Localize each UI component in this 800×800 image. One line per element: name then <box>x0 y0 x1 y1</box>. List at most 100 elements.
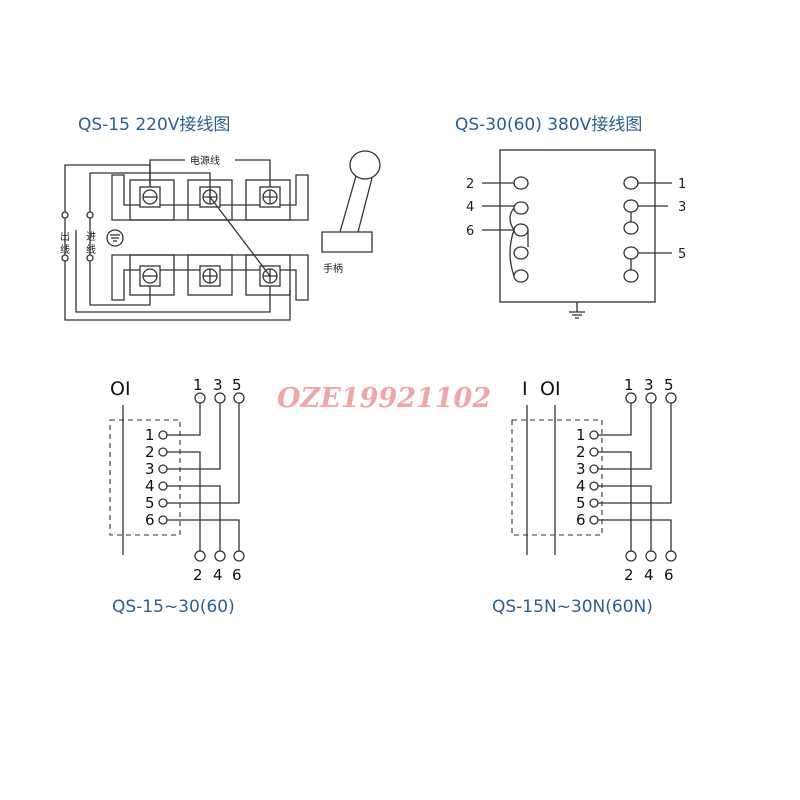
upper-screw-1 <box>139 186 161 208</box>
contact-5-label-b: 5 <box>576 494 586 512</box>
label-left-4: 4 <box>466 200 474 215</box>
switch-symbol-oi: OI <box>110 378 131 400</box>
title-qs15-220v: QS-15 220V接线图 <box>78 115 230 135</box>
bottom-terminal-4-b: 4 <box>644 566 654 584</box>
lower-slot-3 <box>245 254 291 296</box>
neutral-wire <box>75 230 271 313</box>
top-post-3 <box>214 392 226 404</box>
in-terminal-bottom <box>86 254 94 262</box>
top-post-1-b <box>625 392 637 404</box>
bottom-post-6-b <box>665 550 677 562</box>
top-terminal-5-b: 5 <box>664 376 674 394</box>
out-terminal-bottom <box>61 254 69 262</box>
bottom-terminal-2-b: 2 <box>624 566 634 584</box>
contact-block <box>109 419 181 536</box>
wires-to-top <box>167 403 240 504</box>
upper-slot-3 <box>245 179 291 221</box>
handle-icon <box>321 150 381 253</box>
bottom-terminal-2: 2 <box>193 566 203 584</box>
bottom-terminal-6-b: 6 <box>664 566 674 584</box>
left-terminal-a <box>513 246 529 260</box>
in-line-char-2: 线 <box>86 243 96 256</box>
top-terminal-3-b: 3 <box>644 376 654 394</box>
top-terminal-5: 5 <box>232 376 242 394</box>
top-terminal-3: 3 <box>213 376 223 394</box>
power-line-label: 电源线 <box>190 154 220 167</box>
out-terminal-top <box>61 211 69 219</box>
title-qs30-380v: QS-30(60) 380V接线图 <box>455 115 642 135</box>
right-terminal-5 <box>623 246 639 260</box>
left-links <box>509 207 529 277</box>
diagram-qs15-220v: QS-15 220V接线图 <box>60 115 381 321</box>
label-right-1: 1 <box>678 177 686 192</box>
jumper-wire <box>209 196 271 277</box>
contact-4-label: 4 <box>145 477 155 495</box>
ground-icon <box>569 302 585 319</box>
diagram-qs30-380v: QS-30(60) 380V接线图 2 4 6 1 3 5 <box>455 115 686 319</box>
switch-stems <box>526 405 556 555</box>
lower-slot-1 <box>129 254 175 296</box>
contact-3-label: 3 <box>145 460 155 478</box>
upper-slot-1 <box>129 179 175 221</box>
bottom-post-6 <box>233 550 245 562</box>
upper-screw-3 <box>259 186 281 208</box>
contact-1-label: 1 <box>145 426 155 444</box>
top-post-5-b <box>665 392 677 404</box>
right-terminal-1 <box>623 176 639 190</box>
left-leaders <box>482 182 514 231</box>
right-terminal-3b <box>623 221 639 235</box>
switch-symbol-oi-2: OI <box>540 378 561 400</box>
contact-1-label-b: 1 <box>576 426 586 444</box>
contact-6-label-b: 6 <box>576 511 586 529</box>
left-terminal-4 <box>513 201 529 215</box>
diagram-qs15-30: OI 1 3 5 1 2 3 4 5 6 2 4 6 QS-15~30(60) <box>109 376 245 617</box>
label-right-3: 3 <box>678 200 686 215</box>
earth-symbol <box>106 229 124 247</box>
title-qs15n-30n: QS-15N~30N(60N) <box>492 597 653 617</box>
contact-2-label: 2 <box>145 443 155 461</box>
top-post-1 <box>194 392 206 404</box>
bottom-terminal-4: 4 <box>213 566 223 584</box>
label-left-2: 2 <box>466 177 474 192</box>
upper-frame <box>111 174 309 221</box>
in-line-wire <box>89 172 211 306</box>
top-post-3-b <box>645 392 657 404</box>
bottom-post-4 <box>214 550 226 562</box>
bottom-post-4-b <box>645 550 657 562</box>
watermark-text: OZE19921102 <box>277 383 491 414</box>
contact-block-2 <box>511 419 603 536</box>
left-terminal-b <box>513 269 529 283</box>
wires-to-bottom-b <box>598 451 672 551</box>
right-terminal-3 <box>623 199 639 213</box>
contact-dots-b <box>589 430 599 525</box>
lower-screw-1 <box>139 265 161 287</box>
contact-dots <box>158 430 168 525</box>
contact-2-label-b: 2 <box>576 443 586 461</box>
out-line-wire <box>64 164 291 321</box>
contact-4-label-b: 4 <box>576 477 586 495</box>
top-terminal-1-b: 1 <box>624 376 634 394</box>
diagram-qs15n-30n: I OI 1 3 5 1 2 3 4 5 6 2 4 6 QS-15N~30N(… <box>492 376 677 617</box>
switch-symbol-i: I <box>522 378 528 400</box>
lower-screw-2 <box>199 265 221 287</box>
lower-frame <box>111 254 309 301</box>
out-line-char-2: 线 <box>60 243 70 256</box>
right-leaders <box>638 182 672 254</box>
bottom-post-2 <box>194 550 206 562</box>
lower-slot-2 <box>187 254 233 296</box>
top-post-5 <box>233 392 245 404</box>
contact-6-label: 6 <box>145 511 155 529</box>
contact-5-label: 5 <box>145 494 155 512</box>
wires-to-top-b <box>598 403 672 504</box>
out-line-char-1: 出 <box>60 230 70 243</box>
label-left-6: 6 <box>466 224 474 239</box>
left-terminal-6 <box>513 223 529 237</box>
bottom-post-2-b <box>625 550 637 562</box>
contact-3-label-b: 3 <box>576 460 586 478</box>
bottom-terminal-6: 6 <box>232 566 242 584</box>
left-terminal-2 <box>513 176 529 190</box>
wires-to-bottom <box>167 451 240 551</box>
title-qs15-30: QS-15~30(60) <box>112 597 235 617</box>
handle-label: 手柄 <box>323 262 343 275</box>
